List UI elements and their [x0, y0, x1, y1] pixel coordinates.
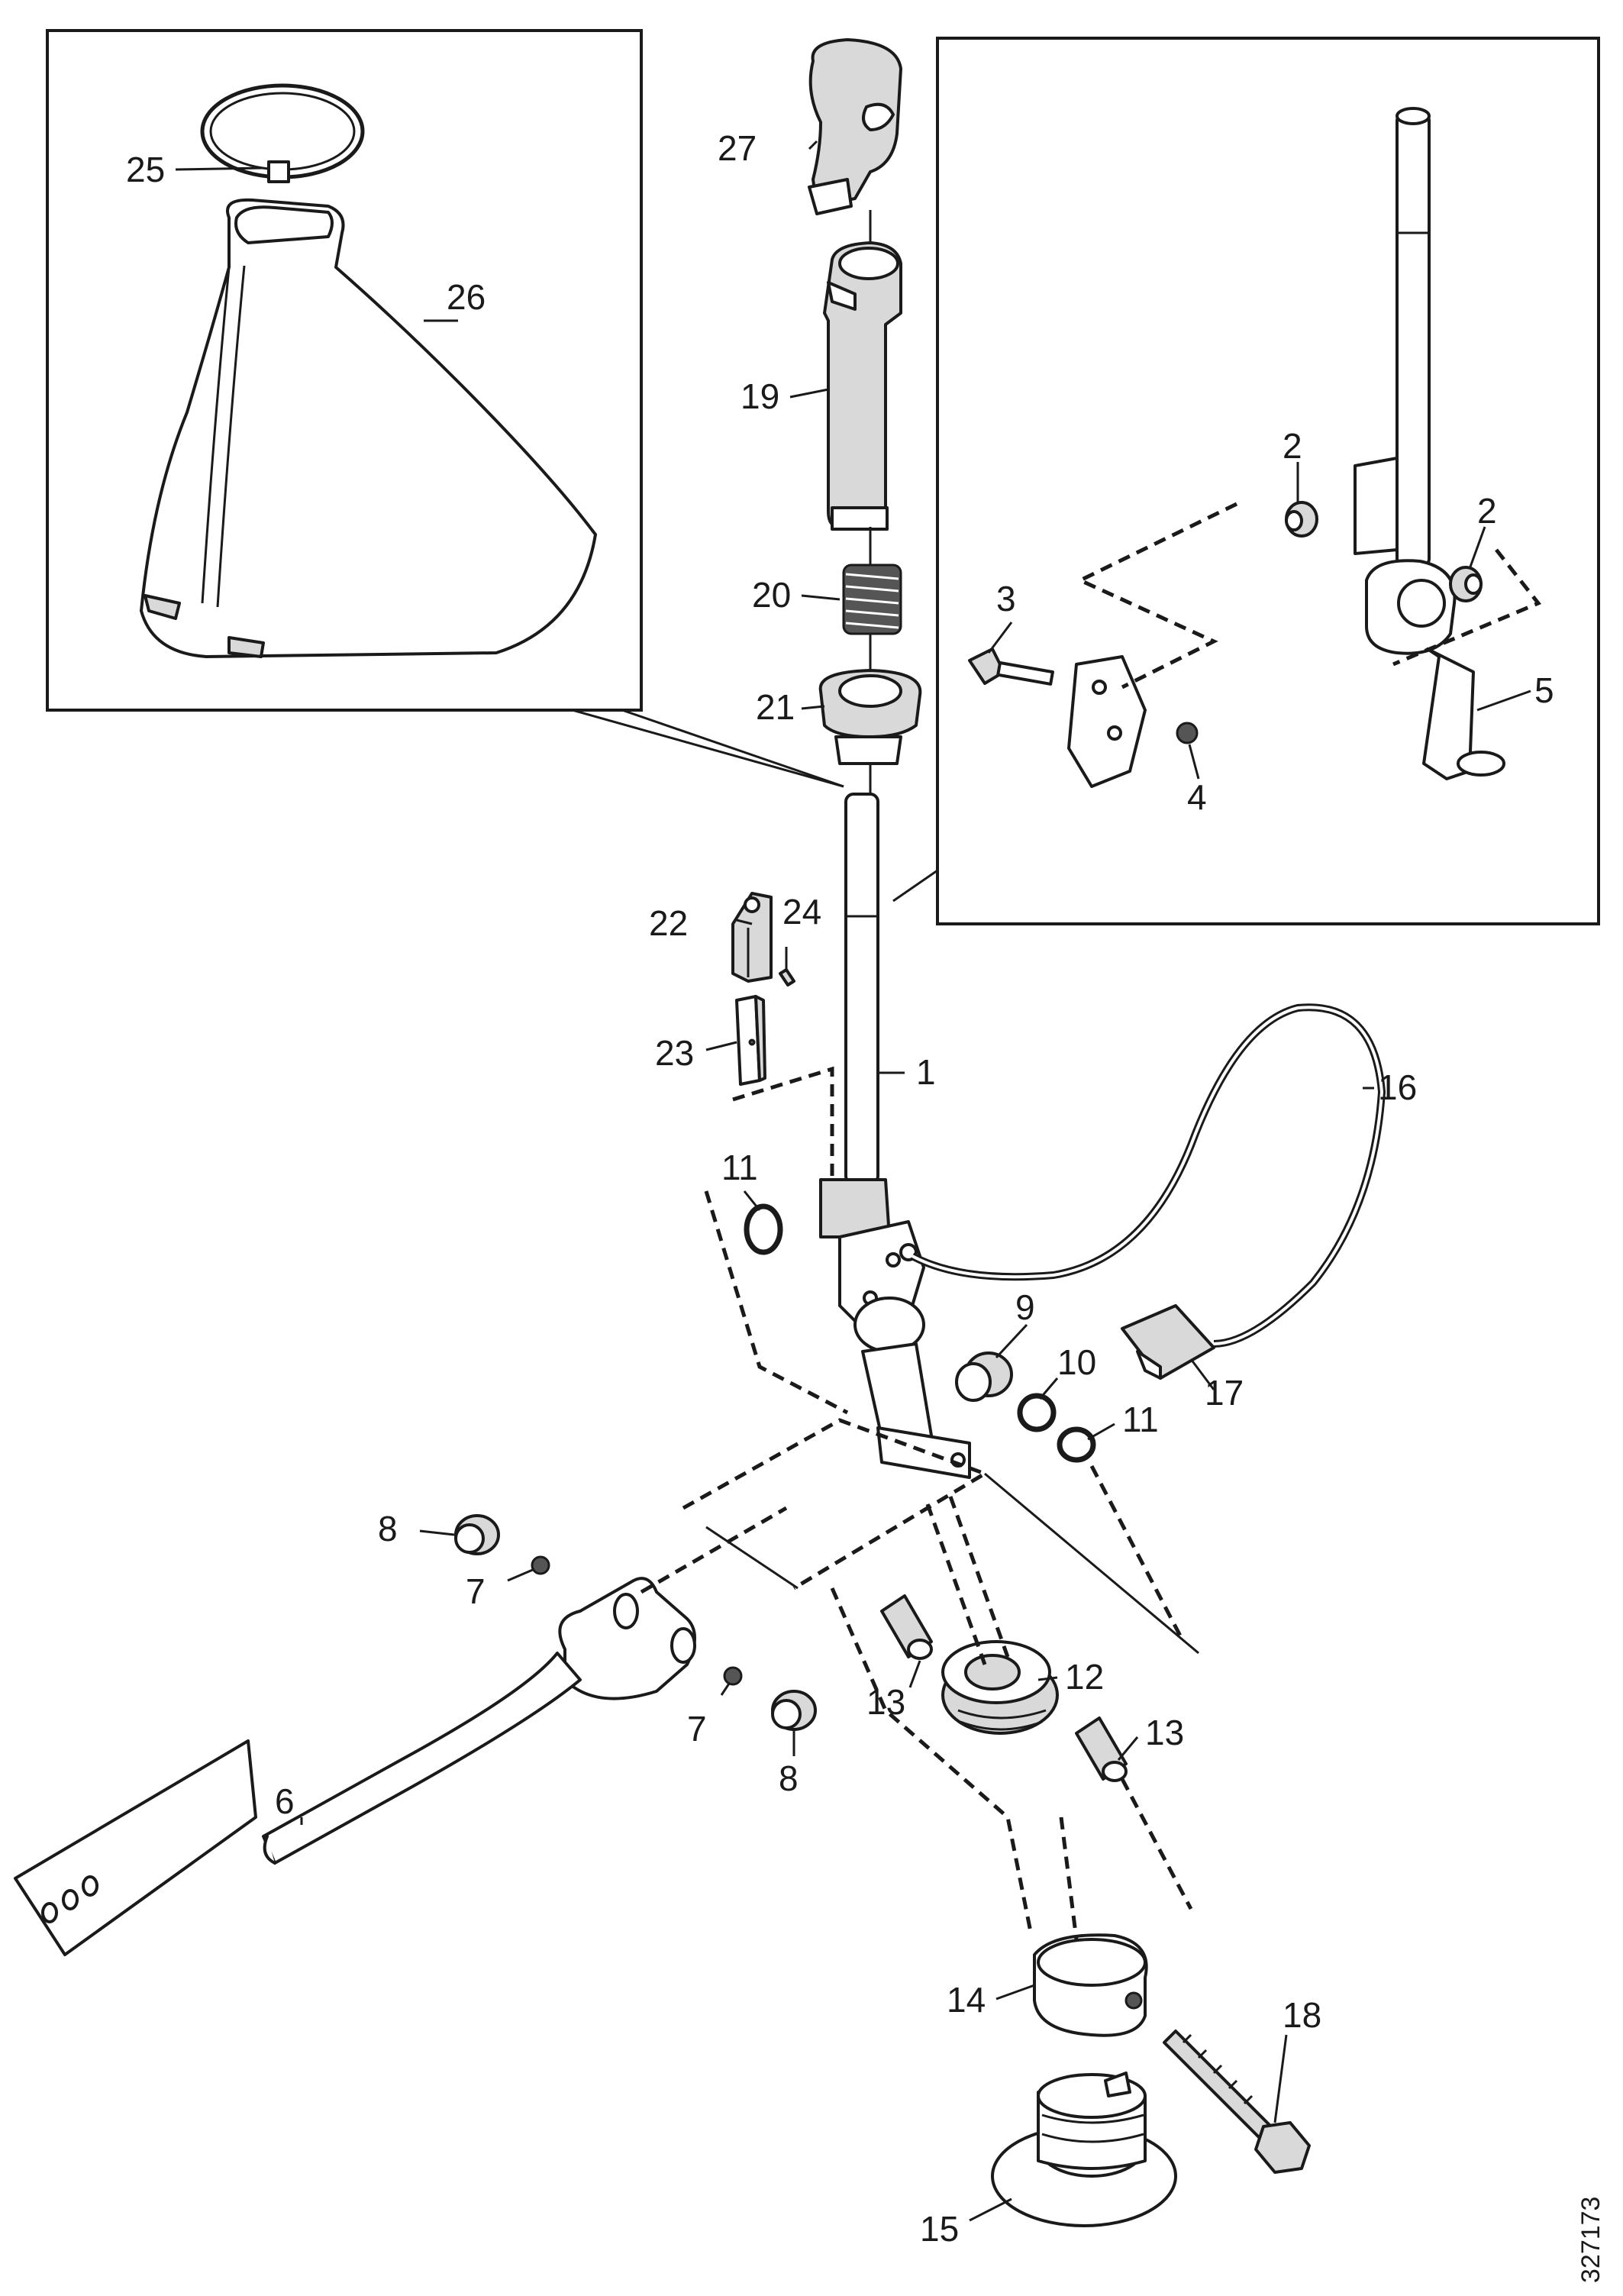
- inset-right-frame: [892, 37, 1600, 925]
- callout-8-lower: 8: [779, 1758, 799, 1798]
- shift-shaft-5: [1354, 107, 1505, 780]
- cable-16: [910, 1003, 1386, 1348]
- spring-20: [842, 564, 902, 635]
- bolt-18: [1163, 2030, 1311, 2174]
- bushing-2-right: [1449, 566, 1483, 602]
- bolt-7-lower: [723, 1666, 743, 1686]
- callout-7-upper: 7: [466, 1571, 486, 1611]
- callout-16: 16: [1378, 1067, 1417, 1107]
- callout-8-upper: 8: [378, 1509, 398, 1548]
- callout-20: 20: [752, 575, 791, 615]
- callout-15: 15: [920, 2209, 959, 2249]
- bushing-8-lower: [771, 1690, 817, 1731]
- clamp-ring-25: [200, 83, 365, 183]
- callout-labels: 27 25 26 19 20 21 22 24 23 1 16 11 9 10 …: [126, 128, 1554, 2249]
- callout-26: 26: [447, 277, 486, 317]
- callout-14: 14: [947, 1980, 986, 2020]
- gear-lever-1: [819, 793, 971, 1479]
- drawing-number: 327173: [1576, 2197, 1605, 2283]
- sleeve-13-lower: [1075, 1716, 1128, 1782]
- callout-2-left: 2: [1283, 426, 1302, 466]
- dashed-section-lines: [640, 502, 1541, 1940]
- lever-guide-21: [818, 669, 922, 765]
- sleeve-13-upper: [880, 1594, 933, 1660]
- callout-6: 6: [275, 1781, 295, 1821]
- bushing-9: [955, 1351, 1013, 1402]
- bracket-plate-4-mount: [1067, 655, 1147, 788]
- ball-housing-12: [941, 1640, 1059, 1735]
- callout-11-left: 11: [721, 1148, 758, 1187]
- bolt-7-upper: [531, 1555, 550, 1575]
- leader-lines: [175, 140, 1531, 2222]
- callout-19: 19: [741, 376, 779, 416]
- bolt-3: [968, 647, 1054, 686]
- callout-23: 23: [655, 1033, 694, 1073]
- lever-handle-19: [823, 241, 902, 531]
- callout-10: 10: [1057, 1342, 1096, 1382]
- callout-22: 22: [649, 903, 688, 943]
- callout-1: 1: [916, 1052, 936, 1092]
- callout-9: 9: [1015, 1287, 1035, 1327]
- selector-rod-6: [14, 1577, 696, 1956]
- callout-13-upper: 13: [866, 1682, 905, 1722]
- connector-17: [1121, 1304, 1215, 1380]
- rubber-boot-15: [991, 2072, 1177, 2227]
- bracket-22: [731, 892, 773, 983]
- callout-12: 12: [1065, 1657, 1104, 1697]
- callout-3: 3: [996, 579, 1016, 618]
- callout-21: 21: [756, 687, 795, 727]
- gear-lever-gaiter-26: [140, 198, 597, 658]
- bushing-block-23: [735, 995, 766, 1086]
- bushing-8-upper: [454, 1514, 500, 1555]
- callout-5: 5: [1534, 670, 1554, 710]
- gear-knob-27: [808, 38, 902, 215]
- retaining-ring-11-left: [744, 1203, 783, 1255]
- callout-11-right: 11: [1122, 1400, 1159, 1439]
- bushing-2-left: [1285, 501, 1318, 538]
- callout-7-lower: 7: [687, 1709, 707, 1749]
- callout-4: 4: [1187, 777, 1207, 817]
- callout-24: 24: [782, 892, 821, 932]
- retaining-ring-11-right: [1057, 1426, 1096, 1463]
- callout-18: 18: [1283, 1995, 1321, 2035]
- washer-10: [1017, 1393, 1057, 1432]
- pin-24: [779, 968, 795, 987]
- clamp-14: [1033, 1933, 1148, 2037]
- callout-25: 25: [126, 150, 165, 189]
- callout-17: 17: [1205, 1373, 1244, 1413]
- callout-27: 27: [718, 128, 757, 168]
- callout-2-right: 2: [1477, 491, 1497, 531]
- callout-13-lower: 13: [1145, 1713, 1184, 1752]
- nut-4: [1176, 722, 1199, 744]
